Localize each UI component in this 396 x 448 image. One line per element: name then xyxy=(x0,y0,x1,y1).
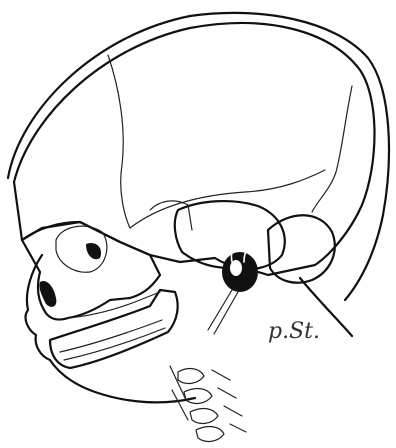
orbit-shadow xyxy=(86,243,101,259)
lambdoid-suture xyxy=(312,86,352,212)
face-bones xyxy=(22,222,160,320)
mandible xyxy=(50,290,178,368)
head-contour xyxy=(8,13,389,402)
ear-highlight xyxy=(230,260,242,276)
squamous-suture xyxy=(130,170,325,228)
styloid-label: p.St. xyxy=(268,319,320,344)
styloid-process xyxy=(208,290,238,334)
sphenoid-suture xyxy=(150,201,192,230)
cranial-vault xyxy=(14,23,375,275)
coronal-suture xyxy=(108,55,130,228)
nasal-aperture xyxy=(39,281,56,307)
cervical-vertebrae xyxy=(170,366,246,441)
